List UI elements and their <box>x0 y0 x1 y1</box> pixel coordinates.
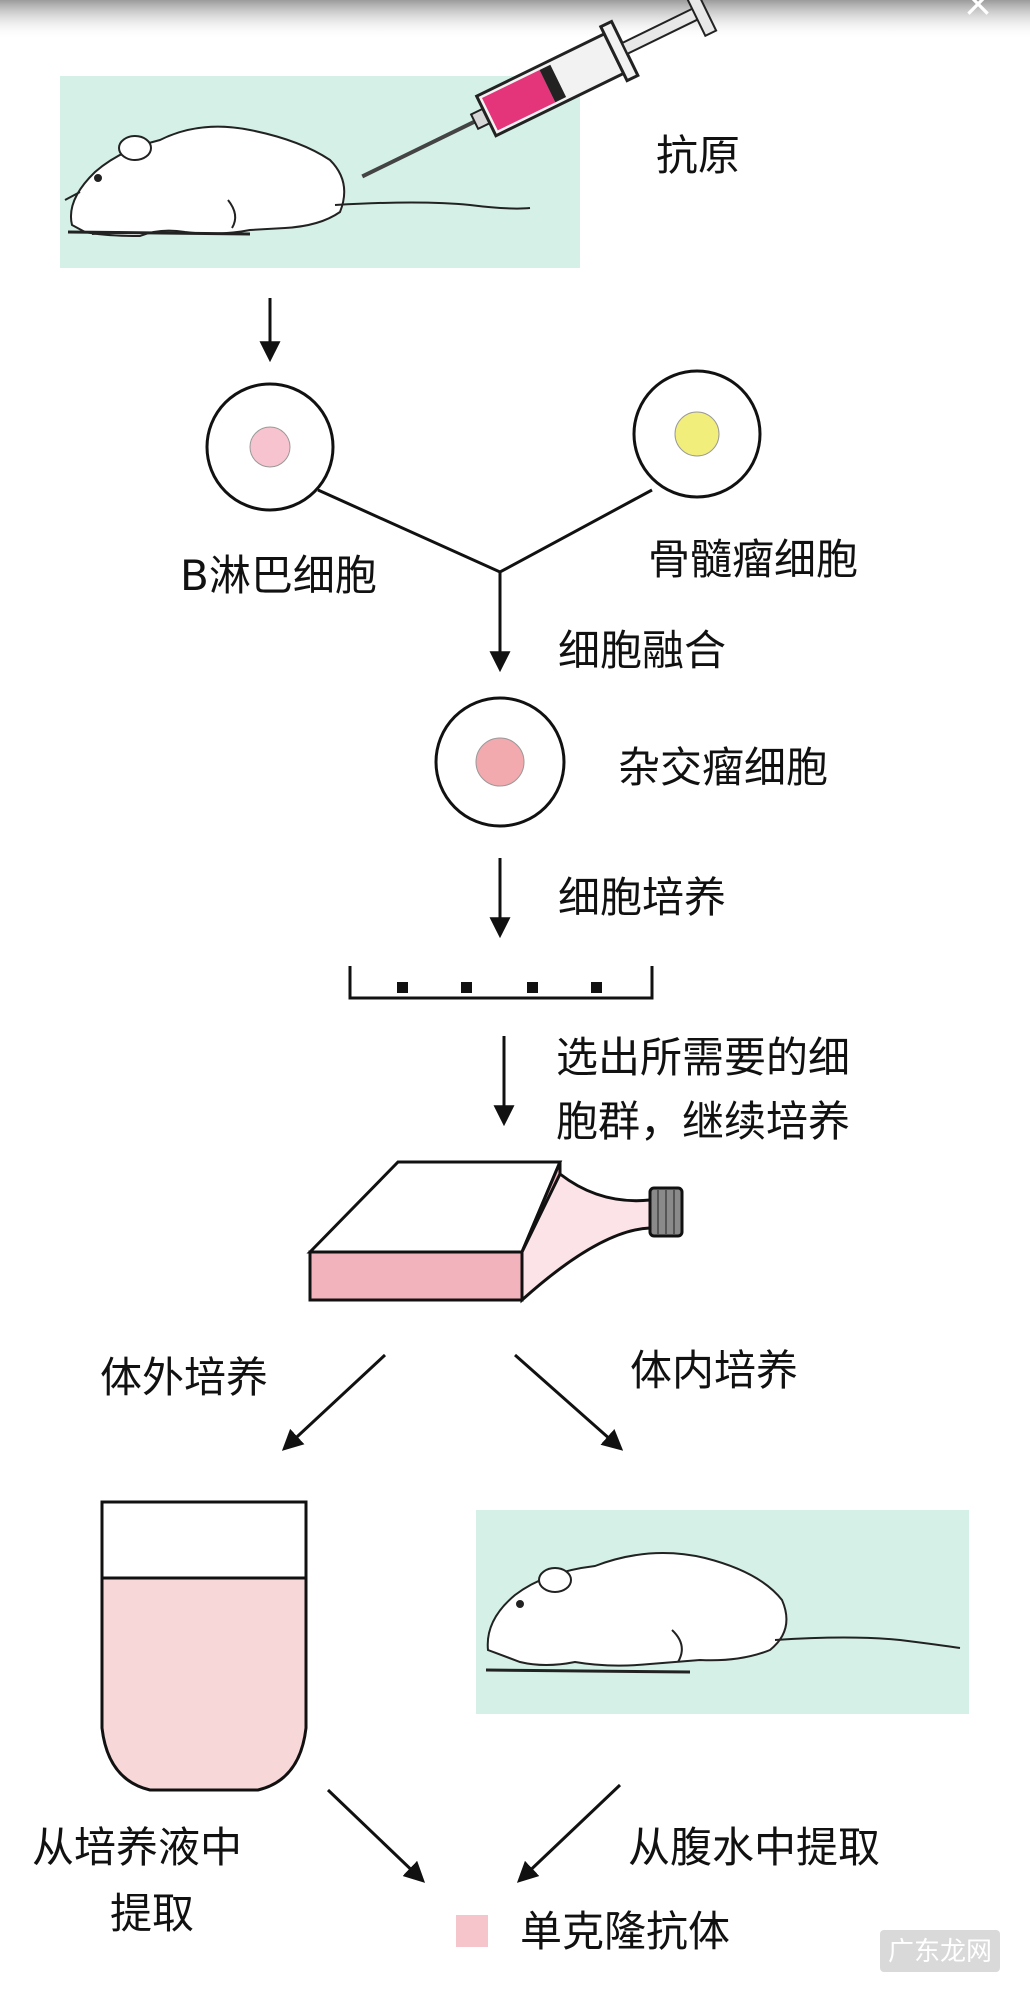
arrow-from-beaker <box>326 1788 426 1883</box>
arrow-in-vitro <box>281 1353 387 1451</box>
label-in-vivo-culture: 体内培养 <box>630 1346 798 1395</box>
label-extract-medium-line2: 提取 <box>110 1889 194 1938</box>
antibody-square <box>456 1915 488 1947</box>
label-in-vitro-culture: 体外培养 <box>100 1353 268 1402</box>
myeloma-cell <box>632 369 762 499</box>
label-b-lymphocyte: B淋巴细胞 <box>180 551 377 600</box>
top-bar <box>0 0 1030 40</box>
label-antigen: 抗原 <box>656 131 740 180</box>
label-extract-medium-line1: 从培养液中 <box>32 1823 242 1872</box>
label-hybridoma-cell: 杂交瘤细胞 <box>618 743 828 792</box>
close-icon[interactable]: × <box>962 0 994 25</box>
label-select-line2: 胞群，继续培养 <box>556 1097 850 1146</box>
culture-plate <box>348 966 654 1000</box>
syringe-icon <box>361 0 718 179</box>
b-lymphocyte-cell <box>205 382 335 512</box>
watermark-bg <box>880 1930 1000 1972</box>
label-select-line1: 选出所需要的细 <box>556 1033 850 1082</box>
label-cell-fusion: 细胞融合 <box>558 626 726 675</box>
label-monoclonal-antibody: 单克隆抗体 <box>520 1907 730 1956</box>
label-extract-ascites: 从腹水中提取 <box>628 1823 880 1872</box>
label-myeloma-cell: 骨髓瘤细胞 <box>648 535 858 584</box>
culture-flask <box>306 1160 684 1304</box>
mouse-top-icon <box>64 125 531 238</box>
culture-beaker <box>100 1500 308 1792</box>
mouse-bottom-icon <box>485 1552 961 1674</box>
watermark-text: 广东龙网 <box>888 1937 992 1967</box>
arrow-from-mouse <box>516 1783 622 1883</box>
hybridoma-cell <box>434 696 566 828</box>
arrow-in-vivo <box>514 1353 624 1451</box>
label-cell-culture: 细胞培养 <box>558 873 726 922</box>
